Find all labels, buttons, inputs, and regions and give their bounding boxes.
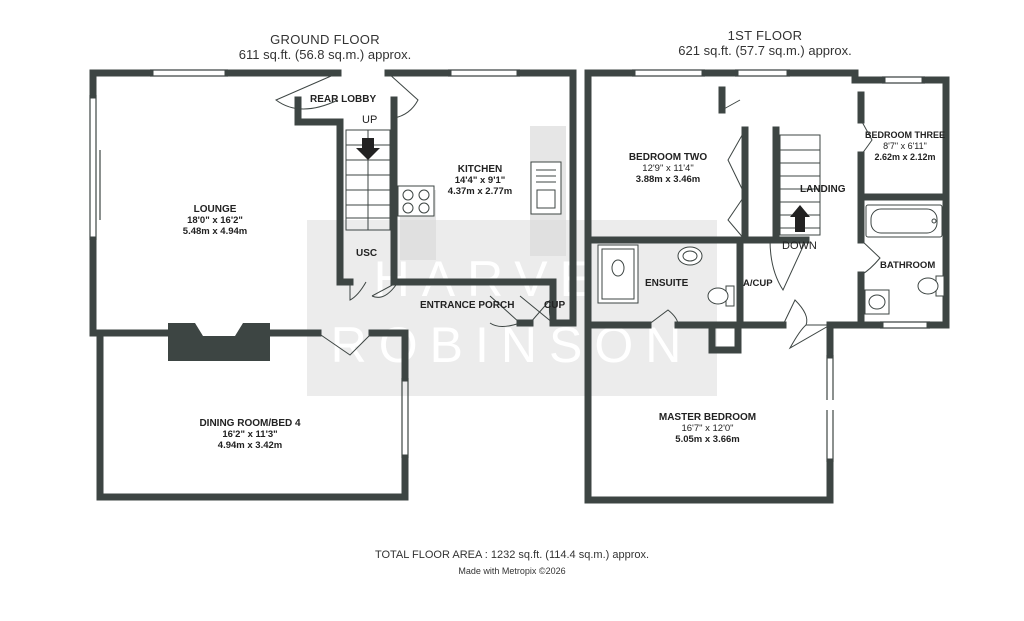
label-landing: LANDING: [800, 184, 846, 195]
room-name: KITCHEN: [457, 164, 503, 175]
label-a-cup: A/CUP: [743, 278, 773, 289]
watermark-box: [307, 220, 717, 396]
ground-floor-area: 611 sq.ft. (56.8 sq.m.) approx.: [238, 47, 412, 62]
doors: [275, 72, 881, 356]
label-cup: CUP: [544, 300, 566, 311]
room-dining: DINING ROOM/BED 4 16'2" x 11'3" 4.94m x …: [180, 418, 320, 451]
room-metric: 5.48m x 4.94m: [182, 226, 248, 237]
room-name: MASTER BEDROOM: [658, 412, 757, 423]
room-metric: 2.62m x 2.12m: [874, 152, 936, 162]
room-name: DINING ROOM/BED 4: [199, 418, 301, 429]
metropix-credit: Made with Metropix ©2026: [458, 566, 566, 576]
room-imperial: 18'0" x 16'2": [187, 215, 243, 226]
first-floor-header: 1ST FLOOR 621 sq.ft. (57.7 sq.m.) approx…: [650, 28, 880, 58]
ground-floor-walls: [89, 69, 577, 501]
first-floor-area: 621 sq.ft. (57.7 sq.m.) approx.: [678, 43, 852, 58]
label-down: DOWN: [782, 240, 817, 252]
kitchen-fixtures: [397, 161, 562, 217]
ensuite-fixtures: [597, 244, 735, 307]
ground-floor-title: GROUND FLOOR: [270, 32, 380, 47]
label-usc: USC: [356, 248, 378, 259]
room-imperial: 16'7" x 12'0": [681, 423, 734, 434]
label-up: UP: [362, 114, 378, 126]
room-imperial: 12'9" x 11'4": [642, 163, 694, 174]
room-metric: 5.05m x 3.66m: [675, 434, 740, 445]
label-bathroom: BATHROOM: [880, 260, 936, 271]
room-imperial: 8'7" x 6'11": [883, 141, 927, 151]
hob-icon: [397, 185, 435, 217]
room-metric: 3.88m x 3.46m: [635, 174, 701, 185]
room-name: BEDROOM TWO: [628, 152, 708, 163]
room-name: LOUNGE: [193, 204, 237, 215]
label-entrance-porch: ENTRANCE PORCH: [420, 300, 515, 311]
room-bedroom-two: BEDROOM TWO 12'9" x 11'4" 3.88m x 3.46m: [620, 152, 716, 185]
fireplace-icon: [168, 323, 270, 361]
ground-floor-header: GROUND FLOOR 611 sq.ft. (56.8 sq.m.) app…: [210, 32, 440, 62]
stairs-up-arrow: [356, 138, 380, 160]
label-rear-lobby: REAR LOBBY: [310, 94, 377, 105]
room-bedroom-three: BEDROOM THREE 8'7" x 6'11" 2.62m x 2.12m: [864, 130, 946, 163]
bathroom-fixtures: [864, 204, 945, 315]
room-name: BEDROOM THREE: [864, 130, 945, 140]
total-floor-area: TOTAL FLOOR AREA : 1232 sq.ft. (114.4 sq…: [374, 549, 650, 561]
room-master-bedroom: MASTER BEDROOM 16'7" x 12'0" 5.05m x 3.6…: [655, 412, 760, 445]
first-floor-title: 1ST FLOOR: [727, 28, 803, 43]
room-metric: 4.94m x 3.42m: [217, 440, 283, 451]
room-imperial: 14'4" x 9'1": [454, 175, 506, 186]
label-ensuite: ENSUITE: [645, 278, 689, 289]
room-imperial: 16'2" x 11'3": [222, 429, 278, 440]
stairs-down-arrow: [790, 205, 810, 232]
windows: [89, 69, 930, 462]
room-lounge: LOUNGE 18'0" x 16'2" 5.48m x 4.94m: [160, 204, 270, 237]
room-metric: 4.37m x 2.77m: [447, 186, 513, 197]
room-kitchen: KITCHEN 14'4" x 9'1" 4.37m x 2.77m: [430, 164, 530, 197]
